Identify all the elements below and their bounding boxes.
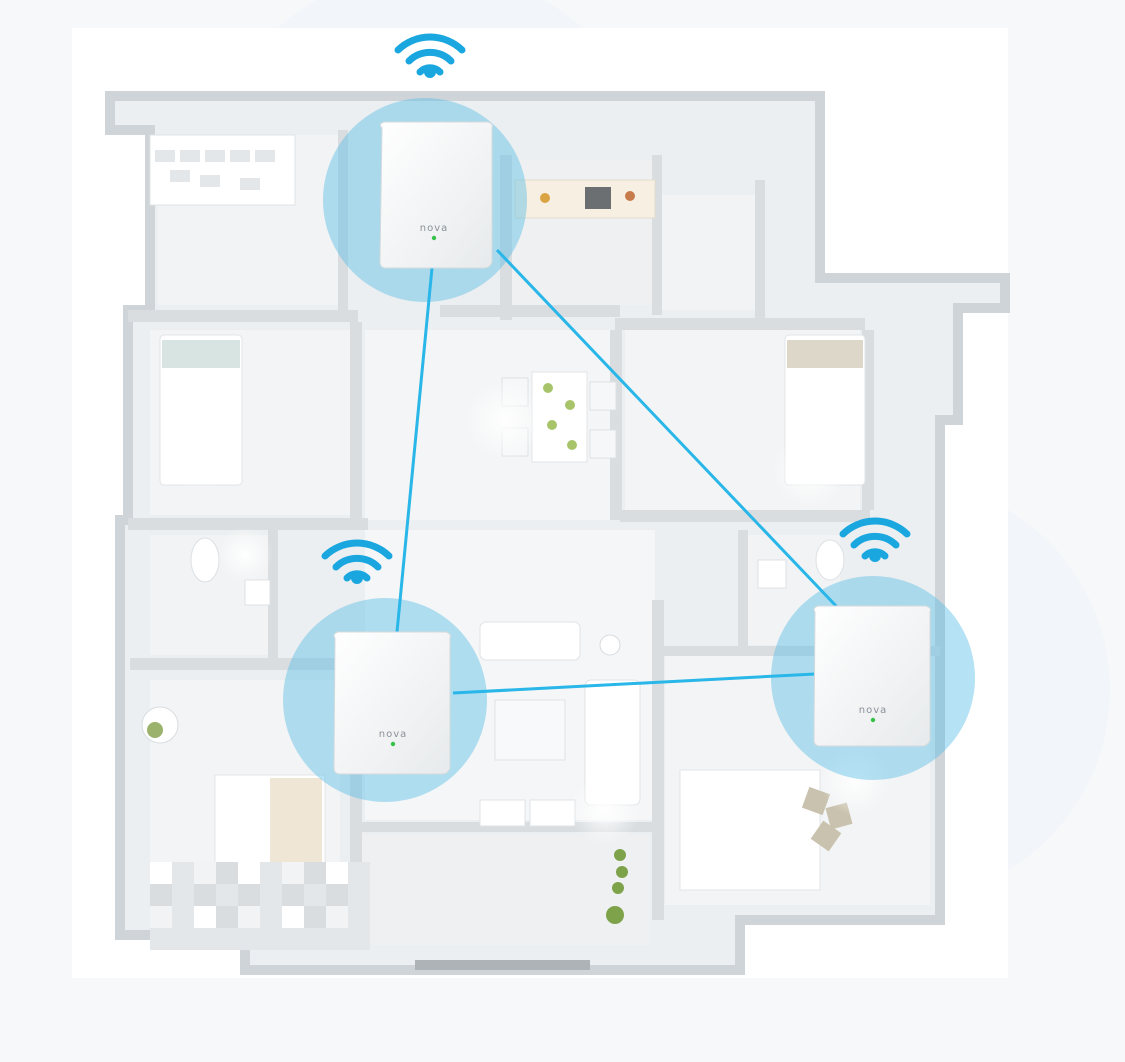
mosaic-cell bbox=[260, 884, 282, 906]
mosaic-cell bbox=[194, 884, 216, 906]
mosaic-cell bbox=[216, 906, 238, 928]
mosaic-cell bbox=[282, 906, 304, 928]
mosaic-cell bbox=[172, 928, 194, 950]
mosaic-cell bbox=[238, 884, 260, 906]
mosaic-cell bbox=[304, 862, 326, 884]
mosaic-cell bbox=[238, 862, 260, 884]
mosaic-cell bbox=[282, 862, 304, 884]
brand-label-top: nova bbox=[419, 223, 449, 234]
mosaic-cell bbox=[194, 928, 216, 950]
room-balcony bbox=[360, 835, 650, 945]
mosaic-cell bbox=[260, 928, 282, 950]
mosaic-cell bbox=[172, 862, 194, 884]
status-led bbox=[431, 235, 437, 241]
mosaic-cell bbox=[348, 884, 370, 906]
mosaic-cell bbox=[260, 862, 282, 884]
mosaic-cell bbox=[282, 884, 304, 906]
mosaic-cell bbox=[282, 928, 304, 950]
mosaic-cell bbox=[326, 862, 348, 884]
mosaic-cell bbox=[216, 928, 238, 950]
bed-bottom-right bbox=[679, 769, 821, 891]
mosaic-cell bbox=[304, 906, 326, 928]
mosaic-cell bbox=[194, 906, 216, 928]
mosaic-cell bbox=[150, 928, 172, 950]
toilet-left bbox=[190, 537, 220, 583]
mosaic-cell bbox=[348, 928, 370, 950]
wifi-icon bbox=[839, 517, 911, 562]
sofa-top bbox=[479, 621, 581, 661]
mosaic-cell bbox=[172, 906, 194, 928]
mosaic-cell bbox=[326, 906, 348, 928]
mosaic-cell bbox=[238, 928, 260, 950]
mosaic-cell bbox=[326, 928, 348, 950]
mesh-links bbox=[395, 248, 840, 695]
mesh-unit-top bbox=[379, 121, 493, 269]
mosaic-cell bbox=[150, 906, 172, 928]
mosaic-cell bbox=[348, 906, 370, 928]
mosaic-cell bbox=[238, 906, 260, 928]
mosaic-cell bbox=[216, 884, 238, 906]
mosaic-cell bbox=[216, 862, 238, 884]
mosaic-cell bbox=[304, 928, 326, 950]
coffee-table bbox=[494, 699, 566, 761]
wifi-icon bbox=[321, 539, 393, 584]
link-left-right bbox=[452, 672, 816, 695]
mosaic-cell bbox=[260, 906, 282, 928]
light-glows bbox=[160, 380, 890, 845]
room-bath-top bbox=[660, 195, 760, 310]
mosaic-cell bbox=[348, 862, 370, 884]
link-top-left bbox=[395, 267, 434, 633]
plants bbox=[606, 849, 628, 924]
link-top-right bbox=[495, 248, 840, 610]
mosaic-cell bbox=[326, 884, 348, 906]
mosaic-cell bbox=[150, 862, 172, 884]
mosaic-cell bbox=[304, 884, 326, 906]
mosaic-cell bbox=[172, 884, 194, 906]
mosaic-cell bbox=[150, 884, 172, 906]
mesh-unit-right bbox=[813, 605, 931, 747]
status-led bbox=[390, 741, 396, 747]
brand-label-left: nova bbox=[378, 729, 408, 740]
toilet-right bbox=[815, 539, 845, 581]
status-led bbox=[870, 717, 876, 723]
wifi-icon bbox=[394, 33, 466, 78]
mosaic-cell bbox=[194, 862, 216, 884]
mosaic-patch bbox=[150, 862, 370, 950]
mesh-unit-left bbox=[333, 631, 451, 775]
brand-label-right: nova bbox=[858, 705, 888, 716]
